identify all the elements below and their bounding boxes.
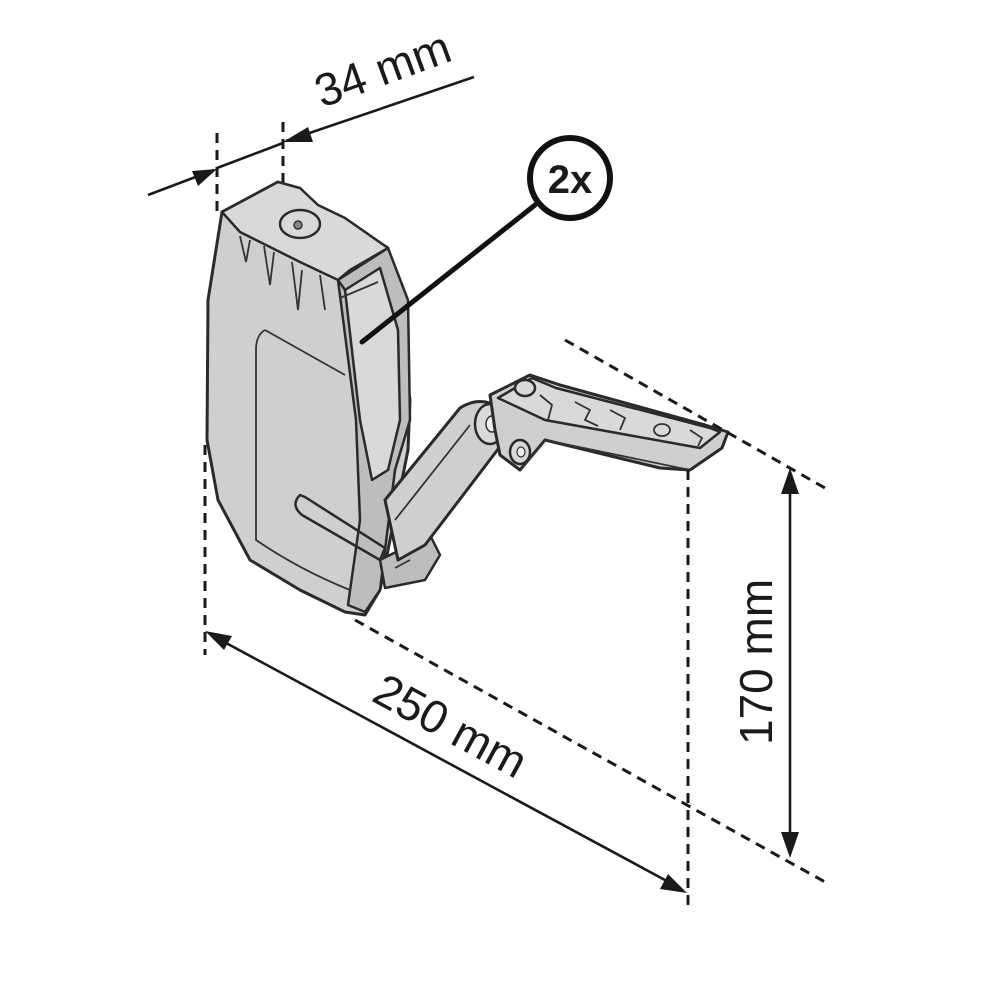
lift-arm [383, 373, 730, 562]
callout-label-quantity: 2x [548, 158, 593, 202]
dimension-label-length: 250 mm [365, 663, 536, 788]
dimension-label-depth: 34 mm [308, 20, 458, 117]
dimension-label-height: 170 mm [730, 579, 782, 745]
arrowhead [192, 169, 217, 186]
arrowhead [660, 874, 687, 893]
dimension-depth: 34 mm [147, 20, 475, 213]
arrowhead [283, 127, 313, 142]
dimension-height: 170 mm [730, 468, 799, 858]
callout-circle [527, 135, 613, 221]
lift-mechanism-housing [205, 180, 442, 617]
callout-leader-line [359, 202, 538, 345]
arrowhead [781, 468, 799, 494]
arrowhead [781, 832, 799, 858]
quantity-callout: 2x [359, 135, 613, 345]
extension-lines [203, 338, 826, 905]
arrowhead [205, 631, 232, 650]
